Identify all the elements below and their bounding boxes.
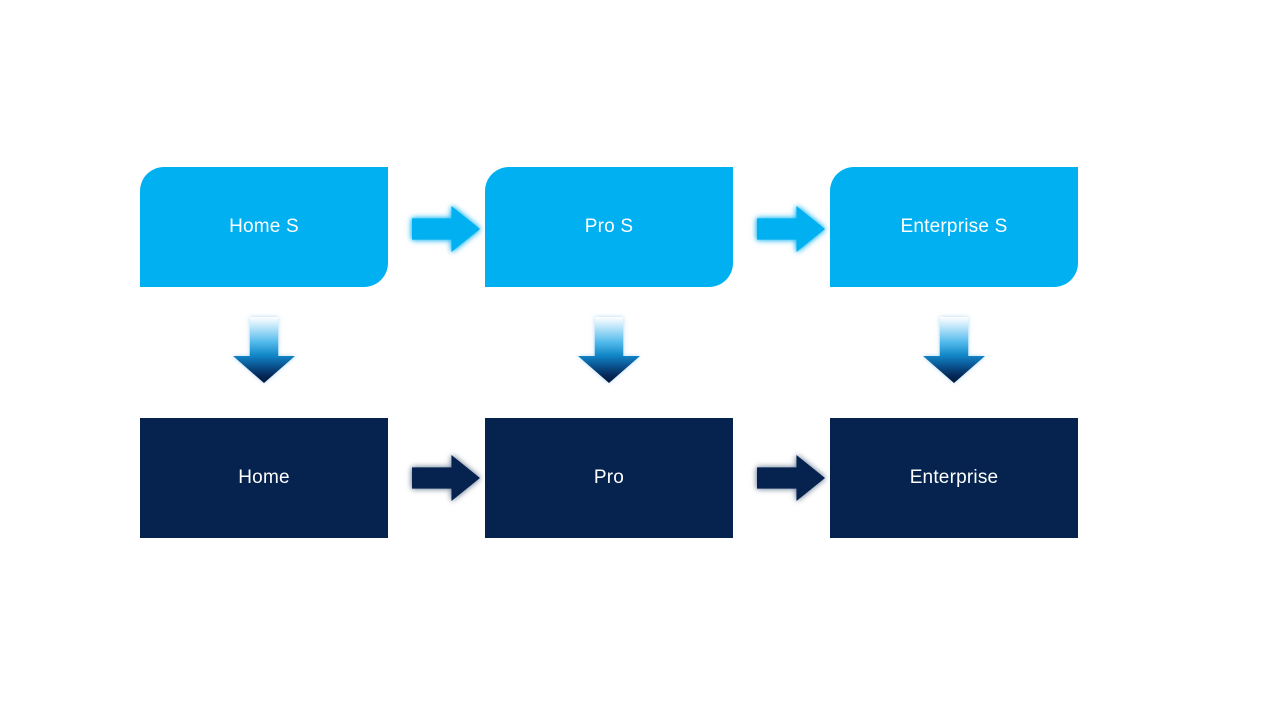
right-arrow-icon-pro-to-enterprise — [757, 455, 825, 501]
right-arrow-icon-pro-s-to-enterprise-s — [757, 206, 825, 252]
right-arrow-shape — [412, 206, 480, 252]
node-pro-s-label: Pro S — [584, 216, 634, 237]
right-arrow-shape — [757, 455, 825, 501]
right-arrow-icon-home-s-to-pro-s — [412, 206, 480, 252]
node-home-label: Home — [238, 467, 290, 488]
node-enterprise: Enterprise — [830, 418, 1078, 538]
down-arrow-shape — [923, 317, 985, 383]
right-arrow-shape — [412, 455, 480, 501]
down-arrow-shape — [578, 317, 640, 383]
down-arrow-icon-enterprise-s-to-enterprise — [923, 317, 985, 383]
down-arrow-shape — [233, 317, 295, 383]
node-home: Home — [140, 418, 388, 538]
node-enterprise-s-label: Enterprise S — [900, 216, 1008, 237]
node-enterprise-label: Enterprise — [909, 467, 999, 488]
right-arrow-shape — [757, 206, 825, 252]
node-pro-s: Pro S — [485, 167, 733, 287]
node-pro: Pro — [485, 418, 733, 538]
node-pro-label: Pro — [593, 467, 625, 488]
node-enterprise-s: Enterprise S — [830, 167, 1078, 287]
node-home-s-label: Home S — [229, 216, 299, 237]
right-arrow-icon-home-to-pro — [412, 455, 480, 501]
down-arrow-icon-home-s-to-home — [233, 317, 295, 383]
down-arrow-icon-pro-s-to-pro — [578, 317, 640, 383]
node-home-s: Home S — [140, 167, 388, 287]
